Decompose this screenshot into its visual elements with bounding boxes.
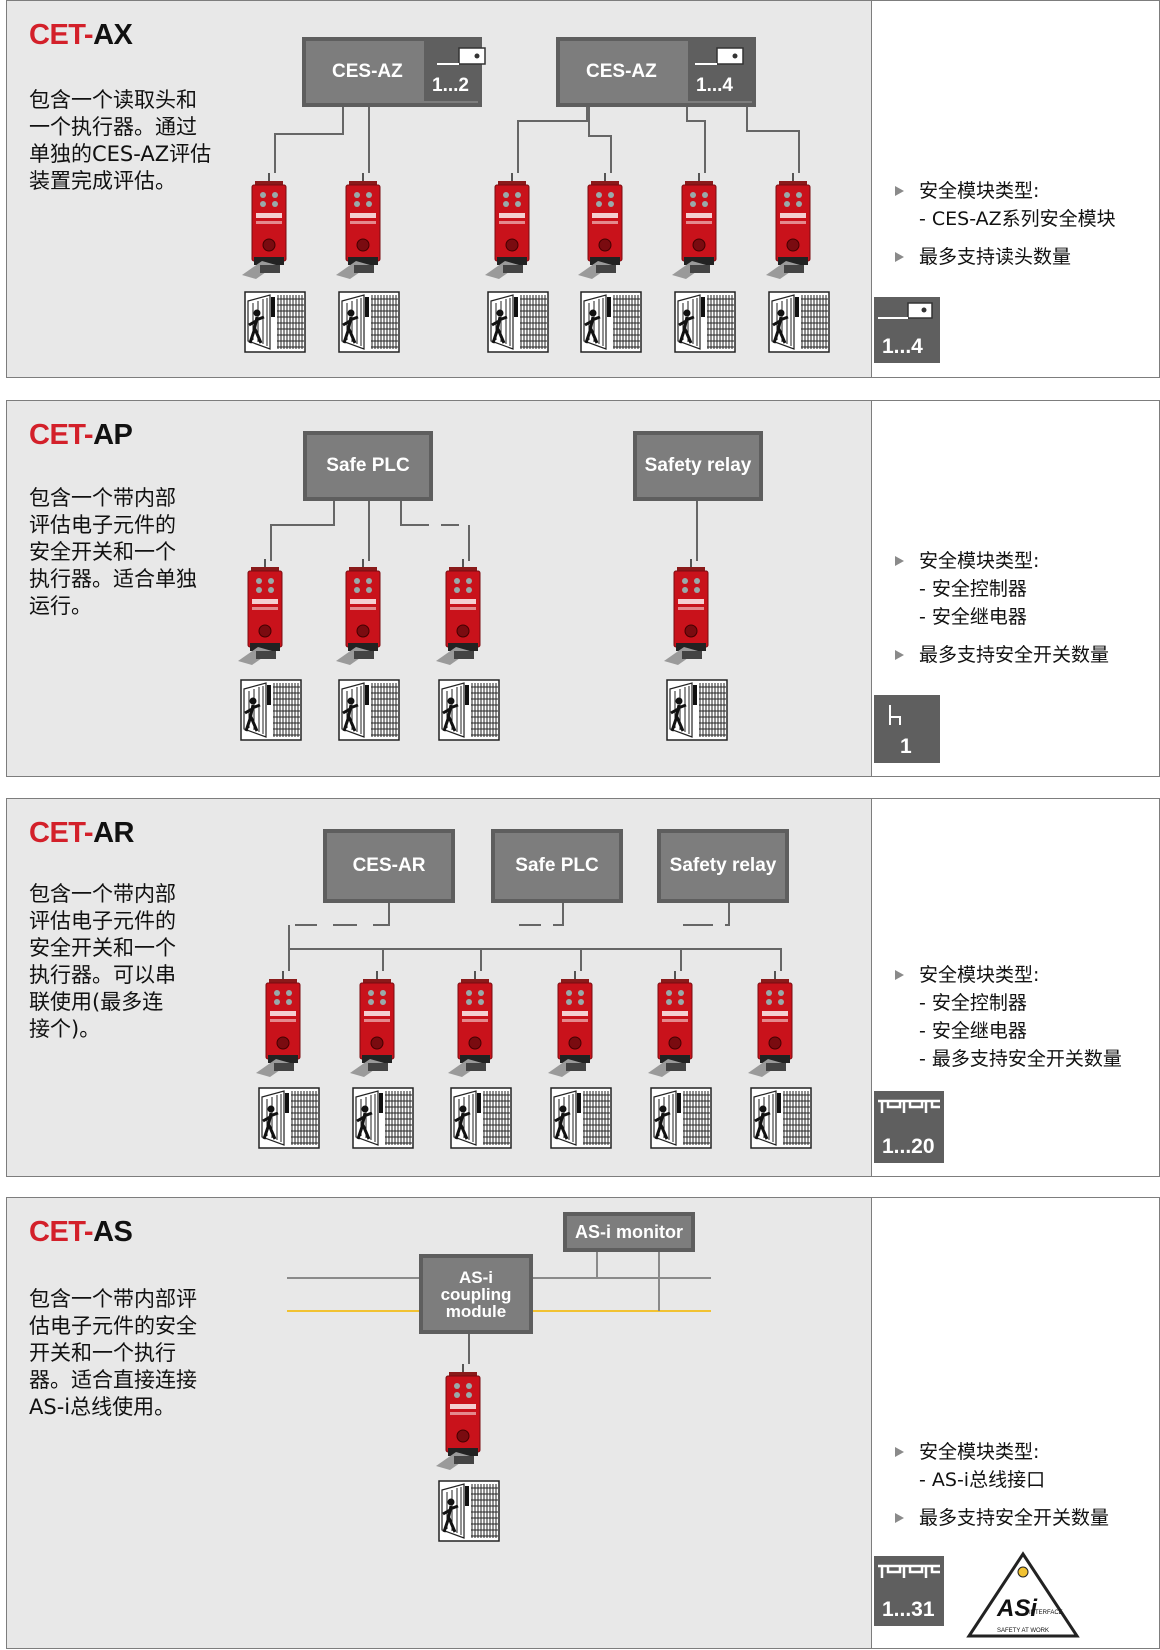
bullet-subitem: - 最多支持安全开关数量 (919, 1048, 1122, 1070)
read-head-icon (878, 302, 933, 319)
bullet-item: 最多支持安全开关数量 (895, 641, 1109, 669)
guard-door-icon (750, 1087, 812, 1153)
safety-relay-module: Safety relay (633, 431, 763, 501)
guard-door-icon (666, 679, 728, 745)
guard-door-icon (244, 291, 306, 357)
bullet-item: 安全模块类型: (895, 961, 1122, 989)
panel-title: CET-AP (29, 419, 133, 451)
panel-description: 包含一个读取头和一个执行器。通过单独的CES-AZ评估装置完成评估。 (29, 88, 212, 193)
guard-door-icon (650, 1087, 712, 1153)
guard-door-icon (580, 291, 642, 357)
safety-switch-icon (766, 173, 820, 287)
guard-door-icon (550, 1087, 612, 1153)
safety-switch-icon (436, 1364, 490, 1478)
bullet-subitem: - CES-AZ系列安全模块 (919, 208, 1116, 230)
svg-text:INTERFACE: INTERFACE (1029, 1610, 1063, 1616)
panel-title: CET-AX (29, 19, 133, 51)
bullet-list: 安全模块类型: - 安全控制器 - 安全继电器 最多支持安全开关数量 (895, 547, 1109, 669)
safety-switch-icon (548, 971, 602, 1085)
panel-description: 包含一个带内部评估电子元件的安全开关和一个执行器。适合单独运行。 (29, 486, 197, 618)
safety-switch-icon (350, 971, 404, 1085)
guard-door-icon (438, 1480, 500, 1546)
guard-door-icon (487, 291, 549, 357)
panel-description: 包含一个带内部评估电子元件的安全开关和一个执行器。可以串联使用(最多连接个)。 (29, 882, 176, 1041)
safety-switch-icon (242, 173, 296, 287)
safety-switch-icon (672, 173, 726, 287)
svg-text:ASi: ASi (996, 1595, 1038, 1622)
safety-switch-icon (748, 971, 802, 1085)
panel-title: CET-AS (29, 1216, 133, 1248)
asi-monitor-module: AS-i monitor (563, 1212, 695, 1252)
panel-title: CET-AR (29, 817, 134, 849)
bullet-subitem: - 安全继电器 (919, 1020, 1027, 1042)
safety-switch-icon (578, 173, 632, 287)
safety-switch-icon (485, 173, 539, 287)
max-count-badge: 1...31 (874, 1556, 944, 1626)
guard-door-icon (338, 679, 400, 745)
guard-door-icon (240, 679, 302, 745)
guard-door-icon (338, 291, 400, 357)
bullet-list: 安全模块类型: - AS-i总线接口 最多支持安全开关数量 (895, 1438, 1109, 1532)
max-count-badge: 1...4 (874, 297, 940, 363)
bullet-item: 安全模块类型: (895, 177, 1116, 205)
guard-door-icon (258, 1087, 320, 1153)
ces-ar-module: CES-AR (323, 829, 455, 903)
bullet-subitem: - 安全控制器 (919, 578, 1027, 600)
guard-door-icon (352, 1087, 414, 1153)
guard-door-icon (768, 291, 830, 357)
safe-plc-module: Safe PLC (303, 431, 433, 501)
single-switch-icon (889, 705, 901, 725)
wiring-lines (274, 105, 800, 173)
wiring-lines (270, 499, 698, 561)
safety-switch-icon (238, 559, 292, 673)
bullet-item: 安全模块类型: (895, 547, 1109, 575)
asi-interface-logo: ASi INTERFACE SAFETY AT WORK (965, 1550, 1081, 1644)
wiring-lines (288, 903, 782, 971)
safety-switch-icon (336, 559, 390, 673)
read-head-icon (437, 45, 487, 71)
svg-text:SAFETY AT WORK: SAFETY AT WORK (997, 1628, 1049, 1634)
panel-cet-ax: CET-AX 包含一个读取头和一个执行器。通过单独的CES-AZ评估装置完成评估… (6, 0, 1160, 378)
bullet-item: 最多支持安全开关数量 (895, 1504, 1109, 1532)
safety-switch-icon (648, 971, 702, 1085)
guard-door-icon (438, 679, 500, 745)
ces-az-module-1: CES-AZ 1...2 (302, 37, 482, 107)
panel-cet-ap: CET-AP 包含一个带内部评估电子元件的安全开关和一个执行器。适合单独运行。 … (6, 400, 1160, 777)
bullet-subitem: - AS-i总线接口 (919, 1469, 1046, 1491)
bullet-subitem: - 安全继电器 (919, 606, 1027, 628)
series-switch-icon (878, 1564, 940, 1578)
panel-cet-ar: CET-AR 包含一个带内部评估电子元件的安全开关和一个执行器。可以串联使用(最… (6, 798, 1160, 1177)
safety-switch-icon (448, 971, 502, 1085)
safety-relay-module: Safety relay (657, 829, 789, 903)
bullet-item: 最多支持读头数量 (895, 243, 1116, 271)
safety-switch-icon (436, 559, 490, 673)
safe-plc-module: Safe PLC (491, 829, 623, 903)
read-head-icon (695, 45, 745, 71)
safety-switch-icon (664, 559, 718, 673)
max-count-badge: 1 (874, 695, 940, 763)
guard-door-icon (674, 291, 736, 357)
guard-door-icon (450, 1087, 512, 1153)
max-count-badge: 1...20 (874, 1091, 944, 1163)
safety-switch-icon (336, 173, 390, 287)
safety-switch-icon (256, 971, 310, 1085)
bullet-list: 安全模块类型: - 安全控制器 - 安全继电器 - 最多支持安全开关数量 (895, 961, 1122, 1073)
bullet-subitem: - 安全控制器 (919, 992, 1027, 1014)
bullet-list: 安全模块类型: - CES-AZ系列安全模块 最多支持读头数量 (895, 177, 1116, 271)
bullet-item: 安全模块类型: (895, 1438, 1109, 1466)
series-switch-icon (878, 1099, 940, 1113)
asi-coupling-module: AS-i coupling module (419, 1254, 533, 1334)
